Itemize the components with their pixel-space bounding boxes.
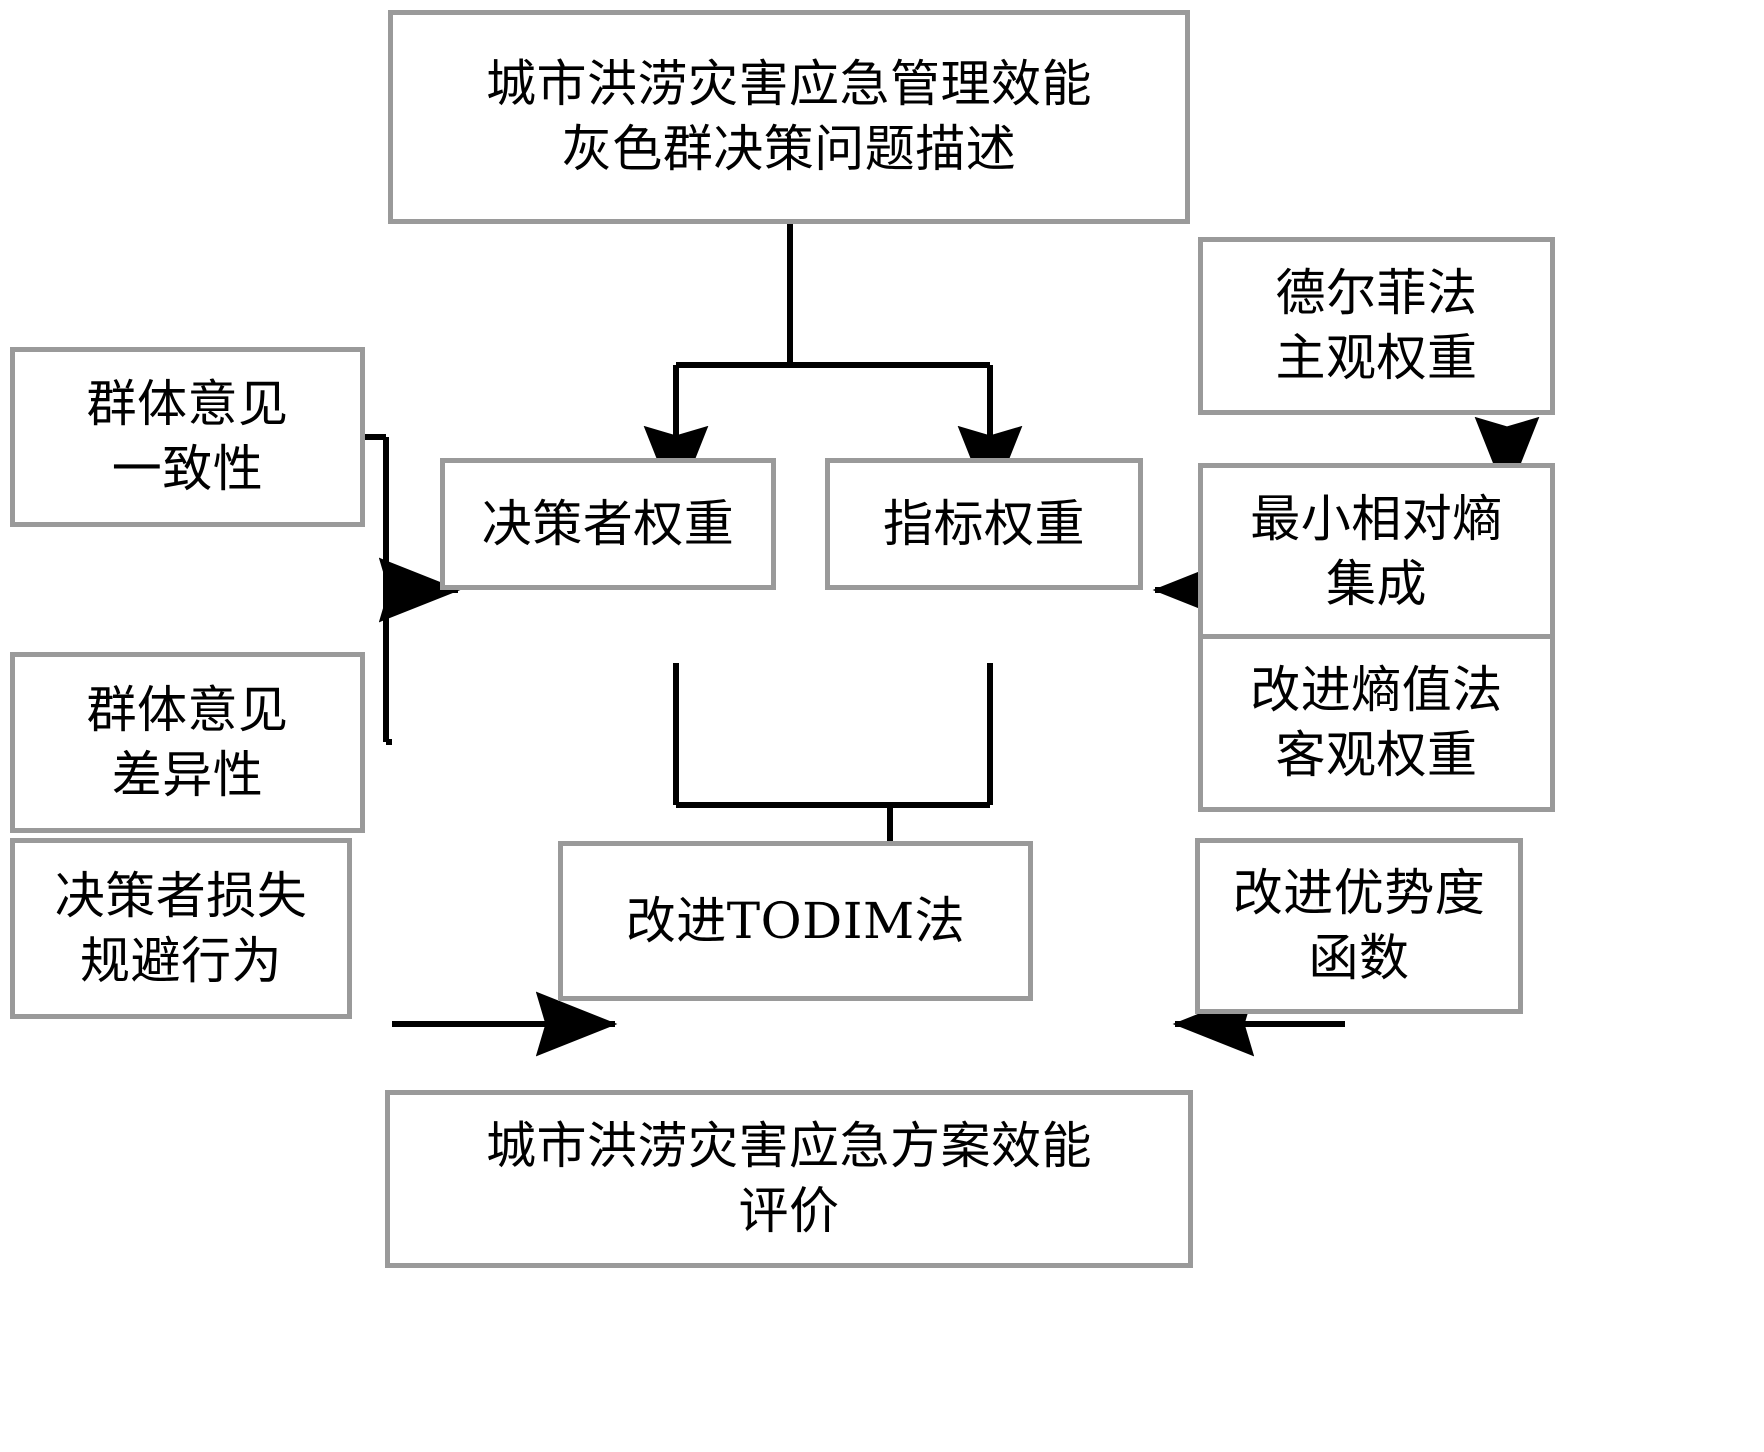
node-emergency-plan-effectiveness-evaluation[interactable]: 城市洪涝灾害应急方案效能 评价 — [385, 1090, 1193, 1268]
node-improved-todim-method[interactable]: 改进TODIM法 — [558, 841, 1033, 1001]
node-improved-dominance-function[interactable]: 改进优势度 函数 — [1195, 838, 1523, 1014]
node-decision-maker-weight[interactable]: 决策者权重 — [440, 458, 776, 590]
node-group-opinion-difference[interactable]: 群体意见 差异性 — [10, 652, 365, 833]
node-improved-entropy-objective-weight[interactable]: 改进熵值法 客观权重 — [1198, 634, 1555, 812]
node-problem-description[interactable]: 城市洪涝灾害应急管理效能 灰色群决策问题描述 — [388, 10, 1190, 224]
node-group-opinion-consistency[interactable]: 群体意见 一致性 — [10, 347, 365, 527]
node-delphi-subjective-weight[interactable]: 德尔菲法 主观权重 — [1198, 237, 1555, 415]
node-min-relative-entropy-integration[interactable]: 最小相对熵 集成 — [1198, 463, 1555, 641]
node-indicator-weight[interactable]: 指标权重 — [825, 458, 1143, 590]
node-decision-maker-loss-aversion[interactable]: 决策者损失 规避行为 — [10, 838, 352, 1019]
